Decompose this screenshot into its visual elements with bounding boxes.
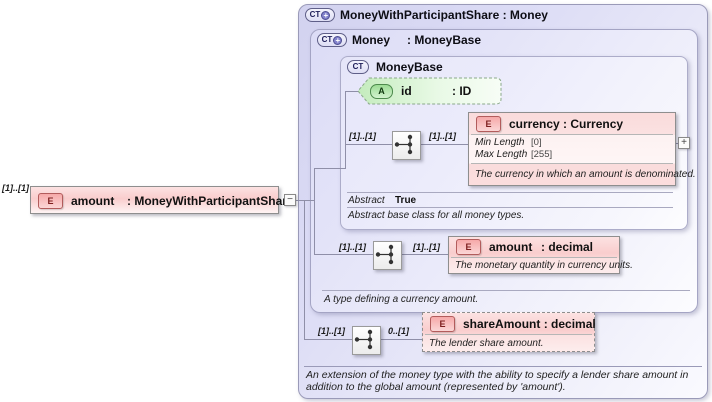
share-element-title: shareAmount : decimal — [463, 317, 596, 331]
element-box-shareamount[interactable]: E shareAmount : decimal The lender share… — [422, 312, 596, 352]
connector-line — [345, 91, 358, 92]
cardinality-label: [1]..[1] — [349, 131, 376, 141]
connector-line — [419, 144, 468, 145]
facet-value: [255] — [531, 149, 553, 160]
money-type-title: Money : MoneyBase — [352, 33, 481, 47]
currency-element-name: currency — [509, 116, 560, 131]
expand-toggle[interactable]: + — [678, 137, 690, 149]
currency-annotation: The currency in which an amount is denom… — [469, 164, 696, 185]
connector-line — [400, 254, 448, 255]
share-annotation: The lender share amount. — [423, 335, 594, 351]
root-element-title: amount : MoneyWithParticipantShare — [71, 194, 294, 208]
amount-element-title: amount : decimal — [489, 240, 593, 254]
connector-line — [314, 168, 315, 255]
amount-annotation: The monetary quantity in currency units. — [449, 258, 633, 273]
complex-type-icon: CT + — [305, 8, 335, 22]
derived-plus-icon: + — [321, 10, 331, 20]
sequence-icon[interactable] — [373, 241, 402, 270]
ct-badge-label: CT — [321, 35, 333, 44]
complex-type-icon: CT — [347, 60, 369, 74]
divider — [304, 366, 702, 367]
element-box-amount[interactable]: E amount : decimal The monetary quantity … — [448, 236, 633, 274]
money-type-base: : MoneyBase — [407, 33, 482, 47]
cardinality-label: [1]..[1] — [2, 183, 29, 193]
id-attribute-type: : ID — [452, 84, 472, 98]
facet-row: Min Length [0] — [475, 137, 669, 149]
connector-line — [345, 91, 346, 169]
divider — [451, 257, 617, 258]
moneybase-type-title: MoneyBase — [376, 60, 443, 74]
divider — [347, 192, 673, 193]
sequence-glyph — [394, 134, 413, 155]
facet-row: Max Length [255] — [475, 149, 669, 161]
sequence-glyph — [354, 329, 373, 350]
element-icon: E — [456, 239, 481, 255]
connector-line — [676, 143, 679, 144]
divider — [425, 334, 592, 335]
cardinality-label: [1]..[1] — [429, 131, 456, 141]
share-element-name: shareAmount — [463, 316, 541, 331]
connector-line — [296, 200, 314, 201]
attribute-id-content: A id : ID — [357, 77, 503, 105]
facet-label: Min Length — [475, 137, 525, 148]
sequence-icon[interactable] — [352, 326, 381, 355]
complex-type-icon: CT + — [317, 33, 347, 47]
currency-element-title: currency : Currency — [509, 117, 623, 131]
outer-type-title: MoneyWithParticipantShare : Money — [340, 8, 548, 22]
attribute-icon: A — [370, 83, 393, 99]
ct-badge-label: CT — [309, 10, 321, 19]
divider — [471, 163, 673, 164]
connector-line — [346, 144, 392, 145]
divider — [347, 207, 673, 208]
connector-line — [314, 168, 346, 169]
cardinality-label: 0..[1] — [388, 326, 410, 336]
abstract-facet-value: True — [395, 195, 417, 206]
derived-plus-icon: + — [333, 35, 343, 45]
connector-line — [304, 200, 305, 340]
currency-facets: Min Length [0] Max Length [255] — [469, 135, 675, 163]
cardinality-label: [1]..[1] — [413, 242, 440, 252]
facet-value: [0] — [531, 137, 542, 148]
attribute-box-id[interactable] — [357, 77, 503, 105]
outer-annotation: An extension of the money type with the … — [306, 369, 689, 393]
sequence-glyph — [375, 244, 394, 265]
element-icon: E — [476, 115, 501, 132]
connector-line — [314, 254, 373, 255]
amount-element-type: : decimal — [541, 240, 594, 254]
connector-line — [379, 339, 422, 340]
element-icon: E — [430, 315, 455, 332]
amount-element-name: amount — [489, 240, 533, 254]
element-box-amount-root[interactable]: E amount : MoneyWithParticipantShare — [30, 186, 294, 214]
id-attribute-name: id — [401, 84, 412, 98]
cardinality-label: [1]..[1] — [339, 242, 366, 252]
share-element-type: : decimal — [543, 316, 596, 331]
root-element-name: amount — [71, 194, 115, 208]
id-attribute-title: id : ID — [401, 84, 471, 98]
moneybase-annotation: Abstract base class for all money types. — [348, 210, 525, 221]
sequence-icon[interactable] — [392, 131, 421, 160]
divider — [322, 290, 690, 291]
currency-element-type: : Currency — [563, 116, 624, 131]
element-icon: E — [38, 193, 63, 209]
element-box-currency[interactable]: E currency : Currency Min Length [0] Max… — [468, 112, 696, 186]
collapse-toggle[interactable]: − — [284, 194, 296, 206]
money-type-name: Money — [352, 33, 391, 47]
money-annotation: A type defining a currency amount. — [324, 294, 479, 305]
abstract-facet-label: Abstract — [348, 195, 385, 206]
ct-badge-label: CT — [352, 62, 364, 71]
facet-label: Max Length — [475, 149, 528, 160]
cardinality-label: [1]..[1] — [318, 326, 345, 336]
divider — [471, 134, 673, 135]
root-element-type: : MoneyWithParticipantShare — [127, 194, 294, 208]
connector-line — [304, 339, 352, 340]
